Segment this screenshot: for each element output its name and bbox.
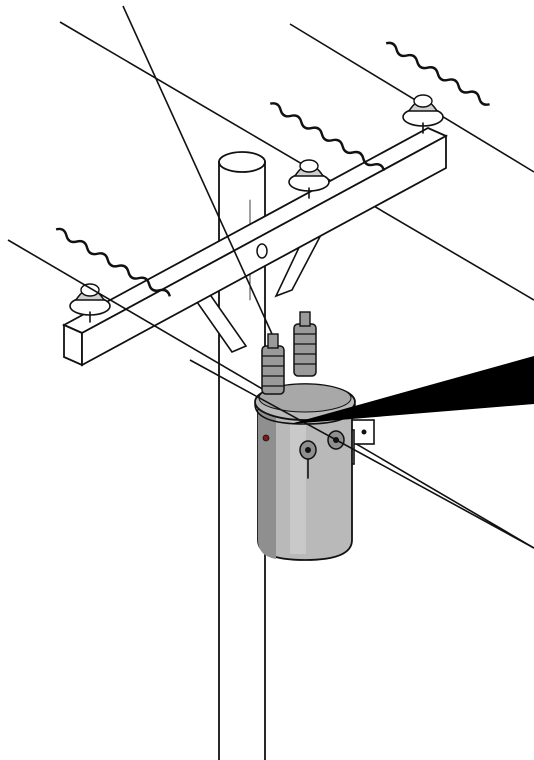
- conductor-front: [189, 359, 534, 549]
- secondary-terminal: [299, 440, 317, 479]
- conductor-right: [385, 41, 490, 106]
- bushing-right: [293, 311, 317, 377]
- pole-top: [218, 151, 266, 173]
- transformer: [254, 383, 356, 561]
- conductor-center: [269, 102, 386, 172]
- crossarm-bolt: [256, 243, 268, 259]
- overhead-wire-top-left: [59, 21, 534, 301]
- insulator-center: [288, 159, 330, 199]
- callout-pointer: [290, 356, 534, 424]
- bushing-left: [261, 333, 285, 395]
- transformer-indicator: [262, 434, 270, 442]
- insulator-right: [402, 94, 444, 134]
- drop-wire: [122, 5, 273, 335]
- overhead-wire-top-right: [289, 23, 534, 173]
- crossarm: [61, 126, 449, 367]
